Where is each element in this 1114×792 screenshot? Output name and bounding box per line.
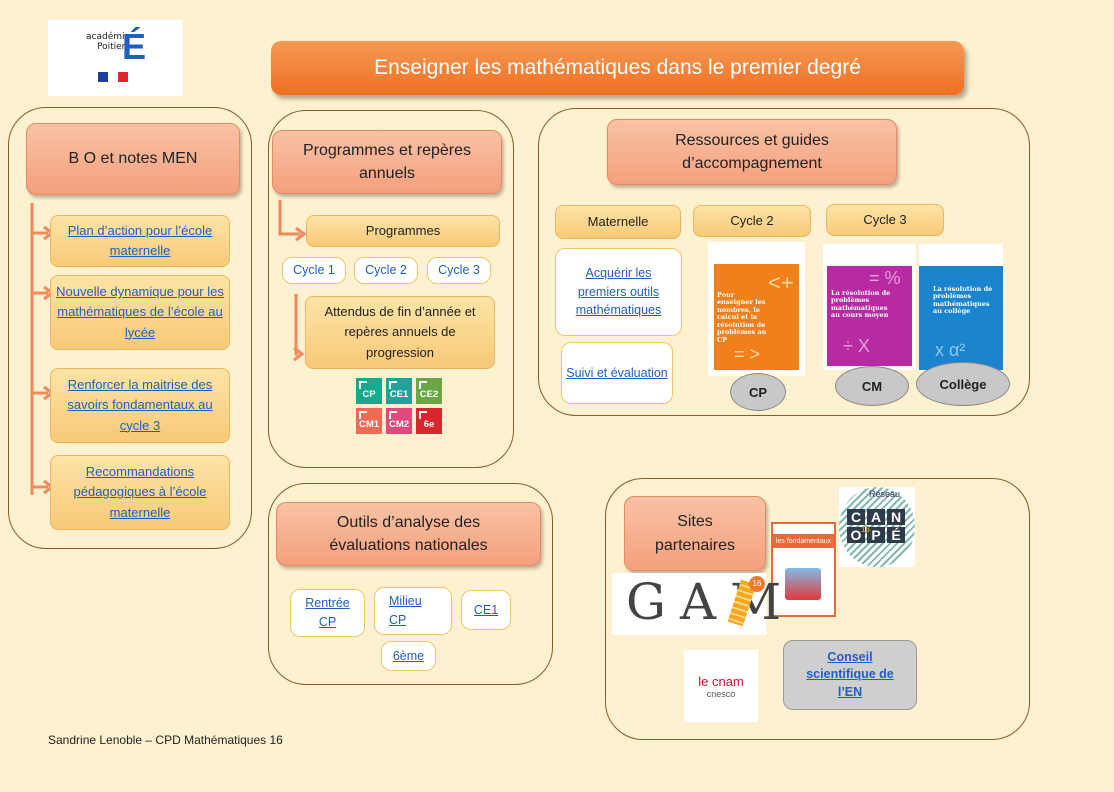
badge-cm1[interactable]: CM1 [356,408,382,434]
canope-num: 16 [861,525,870,534]
badge-ce2[interactable]: CE2 [416,378,442,404]
bo-link-nouvelle-dynamique[interactable]: Nouvelle dynamique pour les mathématique… [50,275,230,350]
ce1-text[interactable]: CE1 [473,602,499,617]
fondamentaux-text: les fondamentaux [775,537,832,545]
suivi-text[interactable]: Suivi et évaluation [566,365,668,380]
cycle3-label: Cycle 3 [826,204,944,236]
gam-text: GAM [626,573,796,631]
programmes-label-text: Programmes [365,222,441,238]
page-title: Enseigner les mathématiques dans le prem… [271,41,964,95]
suivi-evaluation-link[interactable]: Suivi et évaluation [561,342,673,404]
equals-icon: = > [734,344,761,364]
sites-heading-text: Sites partenaires [654,513,736,554]
cycle-3-link[interactable]: Cycle 3 [427,257,491,284]
programmes-label: Programmes [306,215,500,247]
outils-heading: Outils d’analyse des évaluations nationa… [276,502,541,566]
fondamentaux-logo[interactable]: les fondamentaux [771,522,836,617]
cycle-3-text[interactable]: Cycle 3 [438,263,480,278]
cycle-1-text[interactable]: Cycle 1 [293,263,335,278]
cycle2-label: Cycle 2 [693,205,811,237]
bo-link-1-text[interactable]: Nouvelle dynamique pour les mathématique… [56,284,224,340]
acquerir-text[interactable]: Acquérir les premiers outils mathématiqu… [575,265,662,318]
bo-heading-text: B O et notes MEN [68,150,198,168]
badge-cp[interactable]: CP [356,378,382,404]
logo-text: académie Poitiers [86,32,131,53]
rentree-cp-text[interactable]: Rentrée CP [305,596,350,629]
bo-link-maternelle[interactable]: Plan d’action pour l’école maternelle [50,215,230,267]
conseil-scientifique-link[interactable]: Conseil scientifique de l’EN [783,640,917,710]
gam-num: 16 [749,576,765,592]
badge-ce1[interactable]: CE1 [386,378,412,404]
ressources-heading-text: Ressources et guides d’accompagnement [675,131,829,172]
bo-link-3-text[interactable]: Recommandations pédagogiques à l’école m… [73,464,207,520]
canope-logo[interactable]: Réseau C A N O P É 16 [839,487,915,567]
maternelle-label: Maternelle [555,205,681,239]
attendus-box[interactable]: Attendus de fin d’année et repères annue… [305,296,495,369]
logo-letter: É [122,26,147,67]
gam-logo[interactable]: GAM 16 [612,573,781,635]
attendus-text[interactable]: Attendus de fin d’année et repères annue… [324,304,476,360]
bo-link-recommandations[interactable]: Recommandations pédagogiques à l’école m… [50,455,230,530]
cnam-cnesco-logo[interactable]: le cnam cnesco [684,650,758,722]
college-oval[interactable]: Collège [916,362,1010,406]
book-cm-title: La résolution de problèmes mathématiques… [831,289,891,320]
book-cp-title: Pour enseigner les nombres, le calcul et… [717,291,767,344]
bo-heading: B O et notes MEN [26,123,240,195]
programmes-arrows [278,200,307,362]
conseil-text[interactable]: Conseil scientifique de l’EN [806,649,894,699]
programmes-heading-text: Programmes et repères annuels [302,141,472,182]
canope-letters: C A N O P É [847,509,905,543]
percent-icon: = % [869,268,901,288]
cnesco-text: cnesco [706,688,736,699]
book-cm-cover[interactable]: La résolution de problèmes mathématiques… [823,244,916,370]
cycle-2-link[interactable]: Cycle 2 [354,257,418,284]
cp-oval[interactable]: CP [730,373,786,411]
cycle-1-link[interactable]: Cycle 1 [282,257,346,284]
footer-credit: Sandrine Lenoble – CPD Mathématiques 16 [48,733,283,747]
math-symbols-icon: <+ [768,270,794,295]
algebra-icon: x α² [935,340,966,360]
rentree-cp-link[interactable]: Rentrée CP [290,589,365,637]
badge-6e[interactable]: 6e [416,408,442,434]
sites-heading: Sites partenaires [624,496,766,571]
cycle3-label-text: Cycle 3 [863,211,907,227]
cycle2-label-text: Cycle 2 [730,212,774,228]
toy-blocks-icon [785,568,821,600]
french-flag-icon [98,72,128,82]
bo-link-renforcer[interactable]: Renforcer la maitrise des savoirs fondam… [50,368,230,443]
6eme-link[interactable]: 6ème [381,641,436,671]
outils-heading-text: Outils d’analyse des évaluations nationa… [329,513,488,554]
divide-icon: ÷ X [843,336,870,356]
badge-cm2[interactable]: CM2 [386,408,412,434]
acquerir-link[interactable]: Acquérir les premiers outils mathématiqu… [555,248,682,336]
academy-logo: académie Poitiers É [48,20,183,96]
cm-oval[interactable]: CM [835,366,909,406]
book-cp-cover[interactable]: Pour enseigner les nombres, le calcul et… [708,242,805,376]
book-college-cover[interactable]: La résolution de problèmes mathématiques… [919,244,1003,370]
ressources-heading: Ressources et guides d’accompagnement [607,119,897,185]
bo-link-0-text[interactable]: Plan d’action pour l’école maternelle [67,222,213,258]
canope-top-text: Réseau [869,489,901,499]
title-text: Enseigner les mathématiques dans le prem… [374,56,861,79]
programmes-heading: Programmes et repères annuels [272,130,502,194]
milieu-cp-text[interactable]: Milieu CP [389,594,422,627]
6eme-text[interactable]: 6ème [392,648,425,663]
ce1-link[interactable]: CE1 [461,590,511,630]
maternelle-label-text: Maternelle [587,213,649,229]
cnam-text: le cnam [698,673,744,689]
book-college-title: La résolution de problèmes mathématiques… [933,285,993,316]
bo-link-2-text[interactable]: Renforcer la maitrise des savoirs fondam… [67,377,213,433]
milieu-cp-link[interactable]: Milieu CP [374,587,452,635]
cycle-2-text[interactable]: Cycle 2 [365,263,407,278]
